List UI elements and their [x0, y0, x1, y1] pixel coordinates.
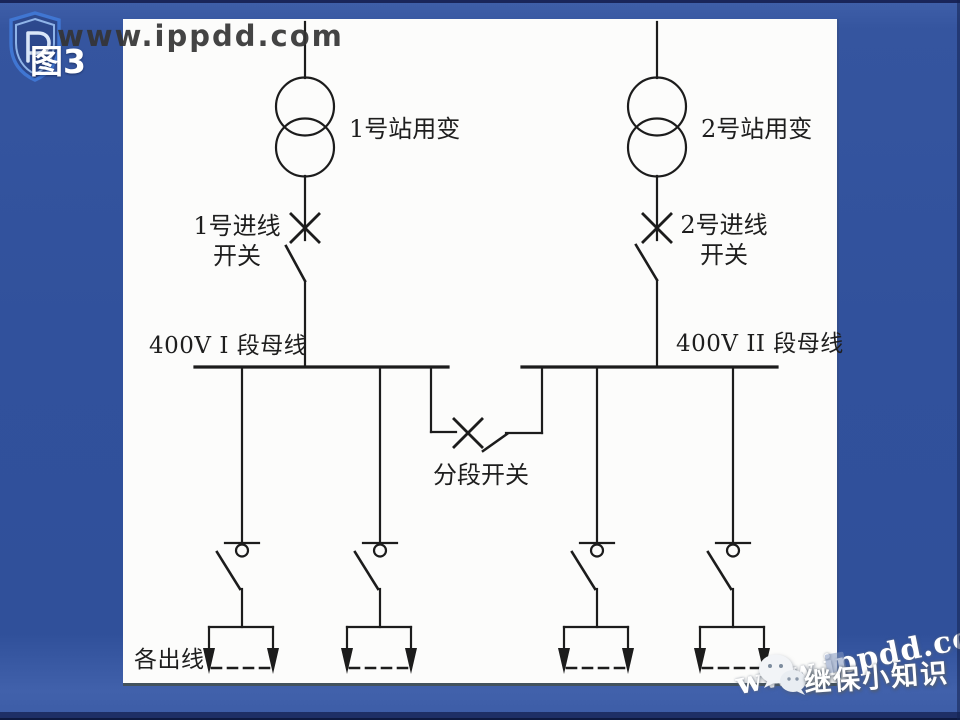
tie-switch-label: 分段开关 [433, 461, 529, 489]
busbar-2-label: 400V II 段母线 [676, 331, 844, 357]
feeder-group-1 [201, 366, 281, 676]
incoming-branch-1 [274, 20, 336, 369]
incoming-switch-1-label: 1号进线 开关 [182, 211, 292, 271]
right-edge-shade [957, 0, 960, 720]
incoming-switch-2-label-line2: 开关 [700, 241, 748, 269]
figure-number-label: 图3 [30, 42, 86, 81]
top-watermark: www.ippdd.com [57, 19, 344, 53]
feeder-group-3 [556, 366, 636, 676]
bottom-border-strip [0, 712, 960, 720]
feeder-group-4 [692, 366, 772, 676]
transformer-2-label: 2号站用变 [701, 115, 813, 143]
busbar-1-label: 400V I 段母线 [149, 333, 308, 359]
outgoing-feeders-label: 各出线 [134, 647, 205, 673]
diagram-panel [123, 19, 837, 683]
incoming-branch-2 [626, 20, 688, 369]
transformer-1-label: 1号站用变 [349, 115, 461, 143]
wechat-icon [759, 654, 806, 695]
feeder-group-2 [339, 366, 419, 676]
bus-tie-switch [429, 365, 544, 453]
incoming-switch-1-label-line2: 开关 [213, 242, 261, 270]
incoming-switch-2-label: 2号进线 开关 [669, 210, 779, 270]
incoming-switch-2-label-line1: 2号进线 [680, 211, 768, 239]
incoming-switch-1-label-line1: 1号进线 [193, 212, 281, 240]
top-border-strip [0, 0, 960, 3]
ippdd-shield-logo-icon [9, 11, 61, 82]
